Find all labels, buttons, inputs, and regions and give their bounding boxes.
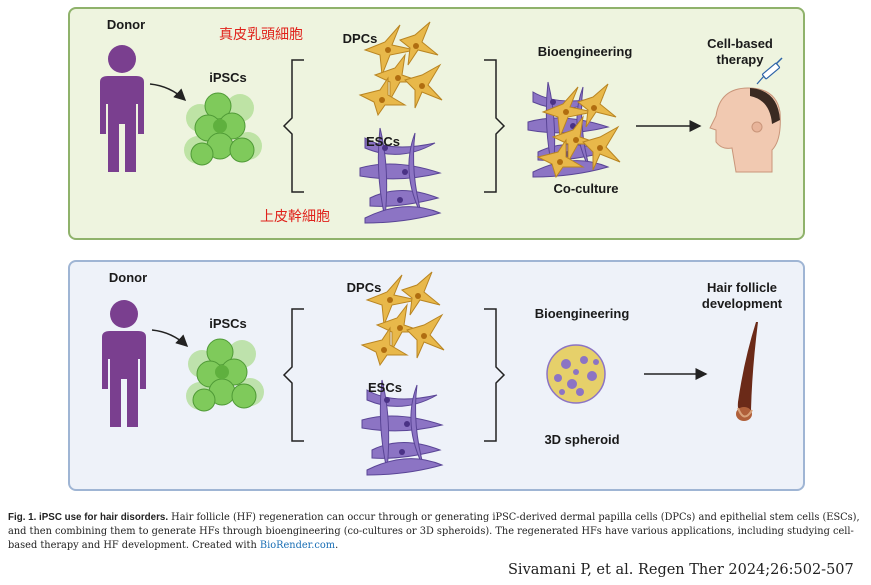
bottom-donor-label: Donor [108, 270, 148, 285]
syringe-icon [756, 57, 783, 85]
ipsc-cluster-icon [183, 92, 263, 166]
figure-caption: Fig. 1. iPSC use for hair disorders. Hai… [8, 511, 864, 553]
top-escs-label: ESCs [366, 134, 400, 149]
patient-head-icon [709, 87, 781, 173]
cjk-esc-annotation: 上皮幹細胞 [260, 209, 330, 225]
biorender-link[interactable]: BioRender.com [259, 540, 336, 551]
bottom-escs-label: ESCs [368, 380, 402, 395]
figure-label: Fig. 1. iPSC use for hair disorders. [8, 512, 169, 523]
hf-label-line1: Hair follicle [706, 280, 778, 295]
bottom-panel [68, 260, 805, 491]
spheroid-icon [546, 344, 606, 404]
ipsc-cluster-icon-bottom [185, 338, 265, 412]
caption-text: Hair follicle (HF) regeneration can occu… [8, 512, 860, 551]
donor-person-icon [100, 45, 144, 172]
top-dpcs-label: DPCs [342, 31, 378, 46]
bottom-dpcs-label: DPCs [346, 280, 382, 295]
bottom-bioengineering-label: Bioengineering [534, 306, 630, 321]
bottom-ipscs-label: iPSCs [209, 316, 247, 331]
coculture-icon [527, 81, 621, 178]
spheroid-label: 3D spheroid [544, 432, 620, 447]
donor-person-icon-bottom [102, 300, 146, 427]
caption-end: . [335, 540, 339, 551]
therapy-label-line1: Cell-based [707, 36, 773, 51]
top-bioengineering-label: Bioengineering [537, 44, 633, 59]
arrow-donor-to-ipsc-top [149, 83, 187, 102]
top-ipscs-label: iPSCs [209, 70, 247, 85]
cjk-dpc-annotation: 真皮乳頭細胞 [219, 27, 303, 43]
hair-follicle-icon [736, 322, 758, 421]
therapy-label-line2: therapy [716, 52, 764, 67]
arrow-donor-to-ipsc-bottom [151, 329, 189, 348]
hf-label-line2: development [701, 296, 783, 311]
top-donor-label: Donor [106, 17, 146, 32]
citation: Sivamani P, et al. Regen Ther 2024;26:50… [508, 562, 854, 578]
top-coculture-label: Co-culture [553, 181, 619, 196]
